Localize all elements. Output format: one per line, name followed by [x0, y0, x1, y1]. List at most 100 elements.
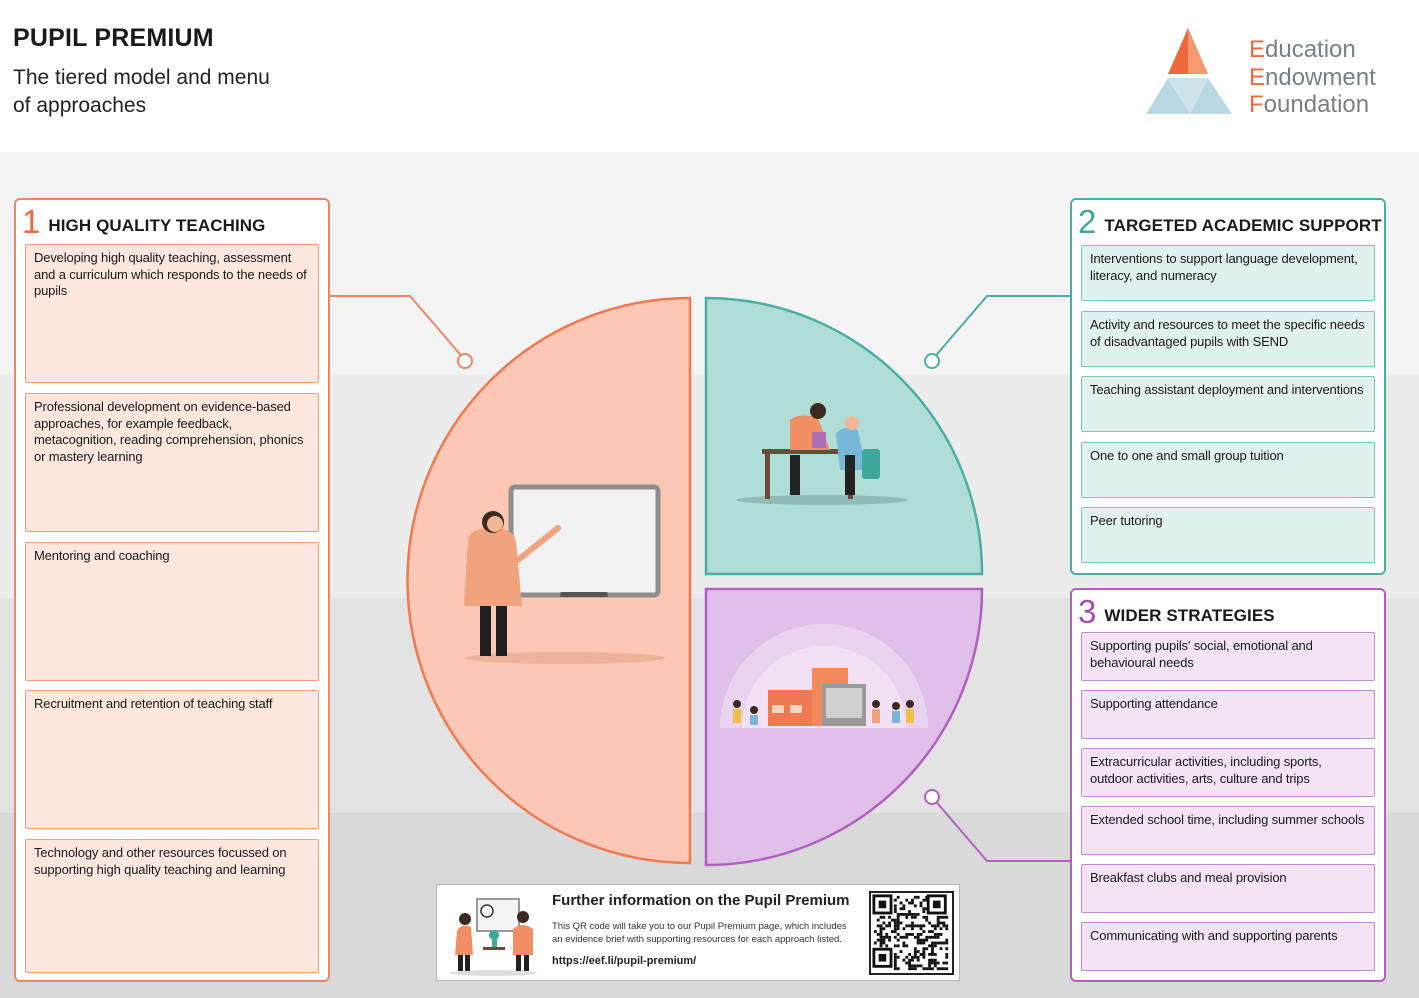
qr-module — [922, 898, 926, 902]
qr-module — [933, 924, 937, 928]
qr-module — [913, 967, 917, 971]
qr-module — [905, 913, 909, 916]
qr-module — [905, 933, 909, 936]
qr-module — [925, 947, 929, 951]
qr-module — [919, 904, 923, 908]
qr-module — [902, 927, 906, 931]
qr-module — [911, 958, 914, 962]
logo-initial: F — [1249, 91, 1264, 118]
qr-module — [939, 947, 943, 951]
qr-module — [908, 953, 912, 956]
qr-module — [888, 915, 892, 919]
qr-module — [905, 955, 909, 959]
info-title: Further information on the Pupil Premium — [552, 892, 850, 909]
qr-module — [945, 967, 949, 971]
qr-module — [905, 924, 909, 928]
further-info-box: Further information on the Pupil Premium… — [436, 884, 960, 981]
tier2-item: Interventions to support language develo… — [1081, 245, 1375, 301]
qr-module — [936, 961, 940, 965]
tier2-item: Teaching assistant deployment and interv… — [1081, 376, 1375, 432]
tier2-item: One to one and small group tuition — [1081, 442, 1375, 498]
qr-module — [902, 907, 906, 911]
qr-module — [902, 935, 906, 939]
qr-module — [899, 921, 903, 925]
qr-module — [896, 933, 900, 936]
qr-module — [908, 913, 912, 916]
qr-module — [913, 950, 917, 953]
qr-module — [913, 895, 917, 899]
logo-word: ducation — [1265, 36, 1356, 63]
qr-module — [911, 915, 914, 919]
qr-module — [896, 918, 900, 922]
qr-module — [936, 921, 940, 925]
qr-module — [939, 941, 943, 945]
qr-module — [922, 967, 926, 971]
qr-module — [931, 967, 934, 971]
tier1-item: Mentoring and coaching — [25, 542, 319, 681]
qr-module — [911, 933, 914, 936]
qr-module — [931, 944, 934, 948]
qr-module — [902, 958, 906, 962]
tier3-item: Communicating with and supporting parent… — [1081, 922, 1375, 971]
qr-module — [908, 961, 912, 965]
qr-module — [939, 967, 943, 971]
qr-module — [933, 958, 937, 962]
qr-module — [893, 944, 897, 948]
qr-module — [933, 953, 937, 956]
qr-module — [942, 967, 946, 971]
logo-word: oundation — [1263, 91, 1370, 118]
qr-module — [896, 927, 900, 931]
qr-module — [925, 935, 929, 939]
qr-module — [936, 935, 940, 939]
qr-module — [928, 953, 932, 956]
qr-module — [888, 924, 892, 928]
qr-module — [905, 915, 909, 919]
qr-module — [908, 958, 912, 962]
qr-module — [916, 913, 920, 916]
qr-module — [925, 907, 929, 911]
info-link[interactable]: https://eef.li/pupil-premium/ — [552, 955, 697, 967]
eef-logo-icon — [1146, 28, 1232, 114]
qr-module — [896, 924, 900, 928]
qr-module — [893, 935, 897, 939]
qr-module — [876, 924, 880, 928]
tier2-header: 2 TARGETED ACADEMIC SUPPORT — [1078, 204, 1382, 238]
qr-module — [893, 910, 897, 913]
qr-module — [879, 935, 883, 939]
qr-module — [911, 964, 914, 968]
qr-module — [933, 933, 937, 936]
qr-module — [913, 953, 917, 956]
qr-module — [891, 918, 894, 922]
qr-module — [933, 964, 937, 968]
qr-module — [933, 961, 937, 965]
qr-module — [942, 921, 946, 925]
qr-module — [922, 947, 926, 951]
qr-module — [882, 915, 886, 919]
qr-module — [933, 935, 937, 939]
info-description: This QR code will take you to our Pupil … — [552, 921, 847, 945]
qr-module — [908, 924, 912, 928]
qr-module — [899, 901, 903, 905]
qr-module — [893, 904, 897, 908]
qr-module — [945, 955, 949, 959]
qr-module — [905, 898, 909, 902]
qr-module — [902, 944, 906, 948]
qr-module — [945, 947, 949, 951]
qr-module — [888, 921, 892, 925]
logo-text: Education Endowment Foundation — [1249, 36, 1376, 119]
qr-module — [893, 955, 897, 959]
qr-module — [876, 918, 880, 922]
qr-module — [916, 950, 920, 953]
qr-module — [925, 898, 929, 902]
qr-module — [893, 907, 897, 911]
qr-module — [936, 915, 940, 919]
qr-module — [908, 967, 912, 971]
qr-module — [888, 938, 892, 942]
qr-module — [888, 935, 892, 939]
qr-module — [945, 941, 949, 945]
qr-module — [928, 958, 932, 962]
qr-code-icon[interactable] — [869, 891, 954, 975]
qr-module — [873, 941, 877, 945]
qr-module — [896, 895, 900, 899]
tier1-item: Technology and other resources focussed … — [25, 839, 319, 973]
